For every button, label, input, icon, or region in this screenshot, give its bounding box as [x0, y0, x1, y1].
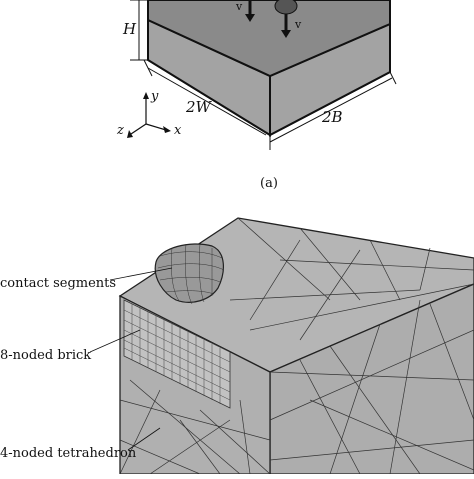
panel-a: v v H 2W 2B y z x (a)	[116, 0, 397, 191]
width-dim-line	[147, 67, 267, 136]
axis-z-label: z	[116, 123, 124, 138]
tetra-mesh-lines	[119, 217, 474, 475]
dimension-h-label: H	[122, 20, 137, 38]
leader-brick	[89, 329, 141, 353]
annotation-brick: 8-noded brick	[0, 348, 91, 363]
block-top	[147, 0, 391, 78]
indenter-mesh	[154, 243, 224, 303]
annotation-tetrahedron: 4-noded tetrahedron	[0, 446, 137, 461]
annotation-contact-segments: contact segments	[0, 276, 116, 291]
velocity-label-2: v	[294, 18, 302, 31]
axis-x-label: x	[174, 123, 182, 138]
axis-y-label: y	[150, 89, 159, 104]
indenter-grid	[157, 243, 225, 305]
panel-a-label: (a)	[260, 176, 278, 191]
dimension-w-label: 2W	[185, 98, 213, 116]
width-tick-left	[143, 59, 153, 77]
axis-triad	[127, 92, 171, 138]
panel-b: contact segments 8-noded brick 4-noded t…	[0, 217, 474, 475]
depth-dim-line	[269, 77, 393, 143]
velocity-label-1: v	[235, 0, 243, 13]
depth-tick-right	[389, 71, 397, 85]
leader-tetra	[127, 427, 161, 451]
brick-grid	[123, 304, 231, 404]
velocity-arrowhead-1	[245, 14, 255, 22]
velocity-arrowhead-2	[281, 30, 291, 38]
indenter-sphere	[274, 0, 298, 15]
leader-contact	[109, 267, 173, 281]
dimension-b-label: 2B	[321, 108, 343, 126]
